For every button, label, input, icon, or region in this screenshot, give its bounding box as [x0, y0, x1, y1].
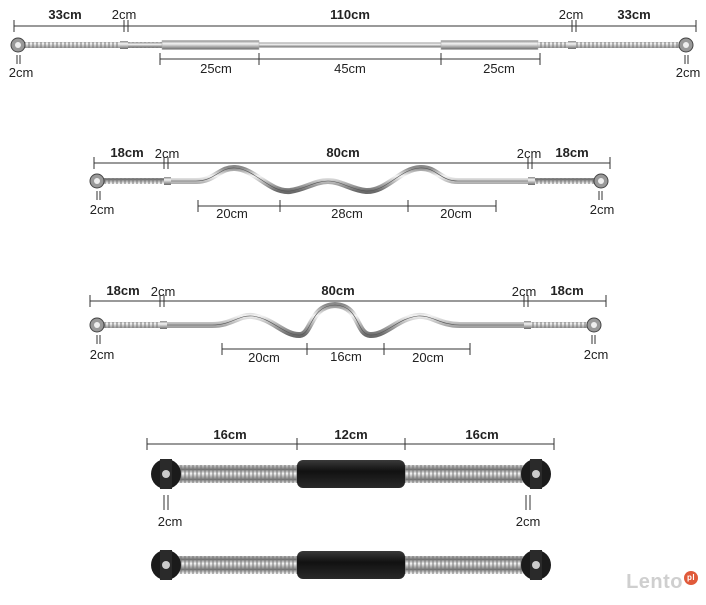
- right-spinlock-collar: [678, 37, 694, 53]
- right-spinlock-collar: [586, 317, 602, 333]
- dumbbell-left-length: 16cm: [213, 427, 247, 442]
- dumbbell-handle-2: [151, 550, 551, 580]
- bar2-dimension-lines: [93, 157, 611, 212]
- bar1-center-length: 110cm: [330, 7, 370, 22]
- bar3-left-collar-width: 2cm: [150, 284, 176, 299]
- straight-bar-shaft: [128, 42, 668, 48]
- bar3-right-collar-width: 2cm: [511, 284, 537, 299]
- left-threaded-sleeve: [100, 322, 164, 328]
- left-star-collar: [151, 459, 181, 489]
- right-threaded-sleeve: [531, 322, 593, 328]
- bar3-left-end-collar: 2cm: [89, 347, 115, 362]
- dumbbell-right-collar: 2cm: [515, 514, 541, 529]
- bar3-right-curve-length: 20cm: [412, 350, 444, 365]
- w-curl-bar: [89, 301, 602, 338]
- bar2-left-collar-width: 2cm: [154, 146, 180, 161]
- right-inner-collar: [524, 321, 531, 329]
- bar1-left-sleeve-length: 33cm: [48, 7, 82, 22]
- bar2-left-sleeve-length: 18cm: [110, 145, 144, 160]
- left-inner-collar: [160, 321, 167, 329]
- ez-curved-shaft: [171, 165, 530, 195]
- bar1-right-end-collar: 2cm: [675, 65, 701, 80]
- right-star-collar: [521, 550, 551, 580]
- bar1-right-sleeve-length: 33cm: [617, 7, 651, 22]
- bar2-right-end-collar: 2cm: [589, 202, 615, 217]
- bar2-left-curve-length: 20cm: [216, 206, 248, 221]
- rubber-grip: [297, 460, 405, 488]
- left-spinlock-collar: [89, 317, 105, 333]
- right-threaded-sleeve: [538, 42, 680, 48]
- bar3-right-end-collar: 2cm: [583, 347, 609, 362]
- left-inner-collar: [164, 177, 171, 185]
- right-star-collar: [521, 459, 551, 489]
- bar1-right-collar-width: 2cm: [558, 7, 584, 22]
- bar3-left-sleeve-length: 18cm: [106, 283, 140, 298]
- bar3-center-length: 80cm: [321, 283, 355, 298]
- left-spinlock-collar: [10, 37, 26, 53]
- left-threaded-sleeve: [22, 42, 162, 48]
- rubber-grip: [297, 551, 405, 579]
- left-threaded-sleeve: [100, 178, 170, 184]
- bar1-left-grip-length: 25cm: [200, 61, 232, 76]
- bar3-right-sleeve-length: 18cm: [550, 283, 584, 298]
- bar1-left-end-collar: 2cm: [8, 65, 34, 80]
- left-knurled-grip: [161, 40, 260, 50]
- bar3-left-curve-length: 20cm: [248, 350, 280, 365]
- right-inner-collar: [528, 177, 535, 185]
- left-inner-collar: [120, 41, 128, 49]
- bar2-right-collar-width: 2cm: [516, 146, 542, 161]
- w-curved-shaft: [167, 301, 524, 338]
- ez-curl-bar: [89, 165, 609, 195]
- dumbbell-left-collar: 2cm: [157, 514, 183, 529]
- bar1-dimension-lines: [13, 20, 697, 65]
- right-threaded-sleeve: [535, 178, 601, 184]
- bar2-center-length: 80cm: [326, 145, 360, 160]
- dumbbell-right-length: 16cm: [465, 427, 499, 442]
- left-spinlock-collar: [89, 173, 105, 189]
- bar2-right-sleeve-length: 18cm: [555, 145, 589, 160]
- bar1-right-grip-length: 25cm: [483, 61, 515, 76]
- bar1-middle-length: 45cm: [334, 61, 366, 76]
- right-knurled-grip: [440, 40, 539, 50]
- bar2-middle-curve-length: 28cm: [331, 206, 363, 221]
- straight-barbell: [10, 37, 694, 53]
- bar2-right-curve-length: 20cm: [440, 206, 472, 221]
- bar1-left-collar-width: 2cm: [111, 7, 137, 22]
- bar2-left-end-collar: 2cm: [89, 202, 115, 217]
- dumbbell-grip-length: 12cm: [334, 427, 368, 442]
- left-star-collar: [151, 550, 181, 580]
- right-spinlock-collar: [593, 173, 609, 189]
- bar3-middle-curve-length: 16cm: [330, 349, 362, 364]
- bar3-dimension-lines: [89, 295, 607, 355]
- dumbbell-handle-1: [151, 459, 551, 489]
- right-inner-collar: [568, 41, 576, 49]
- dumbbell-dimension-lines: [146, 438, 555, 510]
